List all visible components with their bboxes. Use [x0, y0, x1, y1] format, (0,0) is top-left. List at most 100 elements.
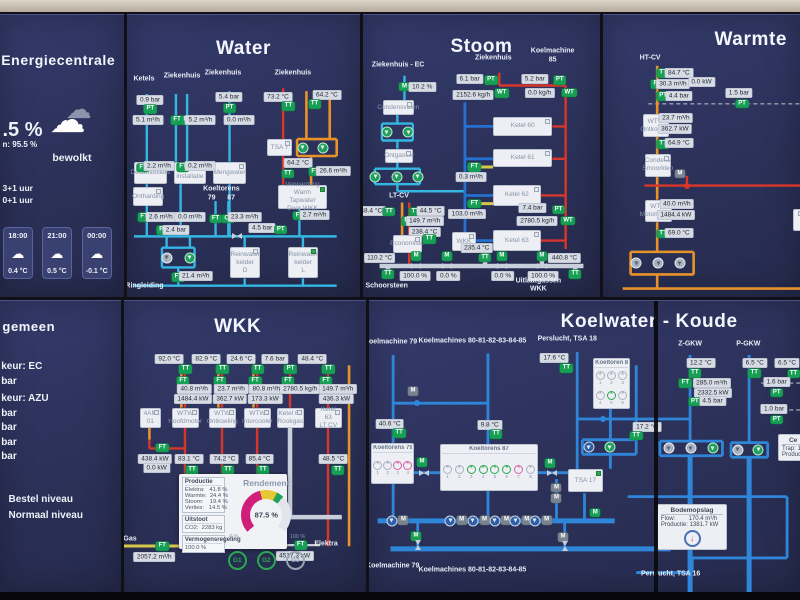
valve-icon[interactable] — [561, 541, 568, 552]
tt-sensor-badge[interactable]: TT — [251, 364, 264, 374]
pump-icon[interactable] — [369, 171, 381, 183]
valve-icon[interactable] — [418, 469, 429, 476]
tt-sensor-badge[interactable]: TT — [560, 363, 573, 373]
tt-sensor-badge[interactable]: TT — [282, 102, 295, 111]
fan-icon[interactable]: * — [454, 464, 464, 474]
m-valve-badge[interactable]: M — [551, 494, 562, 503]
wt-sensor-badge[interactable]: WT — [494, 89, 509, 98]
pump-icon[interactable] — [161, 252, 173, 264]
ft-sensor-badge[interactable]: FT — [213, 376, 227, 386]
equipment-box[interactable]: Verwarming Warm Tapwater Door WKK — [277, 181, 327, 212]
pump-icon[interactable] — [391, 171, 403, 183]
fan-icon[interactable]: * — [478, 464, 488, 474]
pump-icon[interactable] — [685, 442, 697, 454]
tt-sensor-badge[interactable]: TT — [185, 465, 199, 475]
ft-sensor-badge[interactable]: FT — [468, 162, 481, 172]
pump-icon[interactable] — [652, 257, 664, 269]
equipment-box[interactable]: WTW Ontkoeling — [207, 407, 238, 429]
tt-sensor-badge[interactable]: TT — [381, 270, 395, 279]
m-valve-badge[interactable]: M — [536, 251, 547, 261]
fan-icon[interactable]: * — [514, 464, 524, 474]
valve-icon[interactable] — [411, 262, 422, 269]
equipment-box[interactable]: 4AM 01 — [139, 407, 161, 429]
pump-icon[interactable] — [317, 142, 329, 154]
pump-icon[interactable] — [412, 171, 424, 183]
valve-icon[interactable] — [414, 539, 421, 550]
tt-sensor-badge[interactable]: TT — [748, 368, 761, 378]
ft-sensor-badge[interactable]: FT — [176, 162, 190, 172]
fan-icon[interactable]: * — [373, 460, 383, 470]
valve-icon[interactable] — [546, 469, 557, 476]
pt-sensor-badge[interactable]: PT — [553, 76, 567, 85]
equipment-box[interactable]: WTW Intercooler — [242, 407, 273, 429]
tt-sensor-badge[interactable]: TT — [656, 139, 670, 149]
equipment-box[interactable]: Ketel 63 LT CV — [314, 406, 342, 429]
forecast-card[interactable]: 18:00 ☁ 0.4 °C — [2, 226, 33, 279]
tt-sensor-badge[interactable]: TT — [216, 364, 229, 374]
valve-icon[interactable] — [231, 233, 242, 240]
tt-sensor-badge[interactable]: TT — [408, 207, 422, 216]
m-valve-badge[interactable]: M — [590, 508, 601, 517]
ft-sensor-badge[interactable]: FT — [294, 540, 307, 550]
wt-sensor-badge[interactable]: WT — [562, 88, 577, 97]
m-valve-badge[interactable]: M — [545, 458, 556, 468]
equipment-box[interactable]: WTW Hoofdmotor — [168, 407, 202, 429]
m-valve-badge[interactable]: M — [541, 515, 552, 525]
fan-icon[interactable]: * — [502, 464, 512, 474]
pump-icon[interactable] — [386, 515, 398, 527]
equipment-box[interactable]: Mengwater — [213, 161, 246, 185]
pt-sensor-badge[interactable]: PT — [223, 103, 236, 113]
equipment-box[interactable] — [793, 208, 800, 232]
equipment-box[interactable]: Ketel 63 — [493, 229, 541, 252]
tt-sensor-badge[interactable]: TT — [787, 369, 800, 378]
m-valve-badge[interactable]: M — [521, 515, 532, 525]
pt-sensor-badge[interactable]: PT — [143, 105, 157, 114]
m-valve-badge[interactable]: M — [456, 515, 467, 525]
pump-icon[interactable] — [184, 252, 196, 264]
ft-sensor-badge[interactable]: FT — [136, 163, 150, 173]
tt-sensor-badge[interactable]: TT — [489, 429, 503, 439]
tt-sensor-badge[interactable]: TT — [630, 431, 643, 441]
pt-sensor-badge[interactable]: PT — [688, 397, 702, 407]
ft-sensor-badge[interactable]: FT — [319, 376, 333, 386]
rendement-panel[interactable]: Productie Elektra: 41.8 % Warmte: 24.4 %… — [178, 473, 305, 570]
m-valve-badge[interactable]: M — [410, 531, 421, 541]
pump-icon[interactable] — [674, 257, 686, 269]
wt-sensor-badge[interactable]: WT — [560, 216, 576, 225]
m-valve-badge[interactable]: M — [441, 251, 452, 261]
ft-sensor-badge[interactable]: FT — [281, 376, 295, 386]
equipment-box[interactable]: Reinwater kelder L — [288, 247, 319, 279]
pump-icon[interactable] — [467, 515, 479, 527]
fan-icon[interactable]: * — [606, 390, 616, 400]
tt-sensor-badge[interactable]: TT — [322, 364, 335, 374]
generator-g2-indicator[interactable]: G2 — [256, 550, 276, 570]
m-valve-badge[interactable]: M — [411, 251, 422, 261]
pt-sensor-badge[interactable]: PT — [552, 205, 565, 214]
tt-sensor-badge[interactable]: TT — [478, 253, 492, 262]
tt-sensor-badge[interactable]: TT — [688, 368, 701, 378]
equipment-box[interactable]: Ontharding — [132, 186, 164, 207]
fan-icon[interactable]: * — [618, 371, 628, 381]
tt-sensor-badge[interactable]: TT — [221, 465, 235, 475]
ft-sensor-badge[interactable]: FT — [170, 115, 184, 125]
m-valve-badge[interactable]: M — [496, 251, 507, 261]
pump-icon[interactable] — [707, 442, 719, 454]
tt-sensor-badge[interactable]: TT — [308, 100, 321, 109]
generator-g3-indicator[interactable]: G3 — [285, 550, 305, 570]
tt-sensor-badge[interactable]: TT — [331, 465, 345, 475]
pump-icon[interactable] — [489, 515, 501, 527]
equipment-box[interactable]: Ontgasser — [384, 148, 414, 163]
generator-g1-indicator[interactable]: G1 — [227, 550, 247, 570]
ft-sensor-badge[interactable]: FT — [137, 213, 151, 222]
ft-sensor-badge[interactable]: FT — [293, 211, 306, 220]
valve-icon[interactable] — [496, 262, 507, 269]
m-valve-badge[interactable]: M — [479, 515, 490, 525]
ft-sensor-badge[interactable]: FT — [156, 443, 169, 453]
tt-sensor-badge[interactable]: TT — [179, 364, 192, 374]
equipment-box[interactable]: TSA 7 — [266, 139, 293, 156]
fan-icon[interactable]: * — [393, 460, 403, 470]
tt-sensor-badge[interactable]: TT — [423, 235, 436, 244]
ft-sensor-badge[interactable]: FT — [468, 199, 481, 208]
m-valve-badge[interactable]: M — [674, 169, 685, 179]
